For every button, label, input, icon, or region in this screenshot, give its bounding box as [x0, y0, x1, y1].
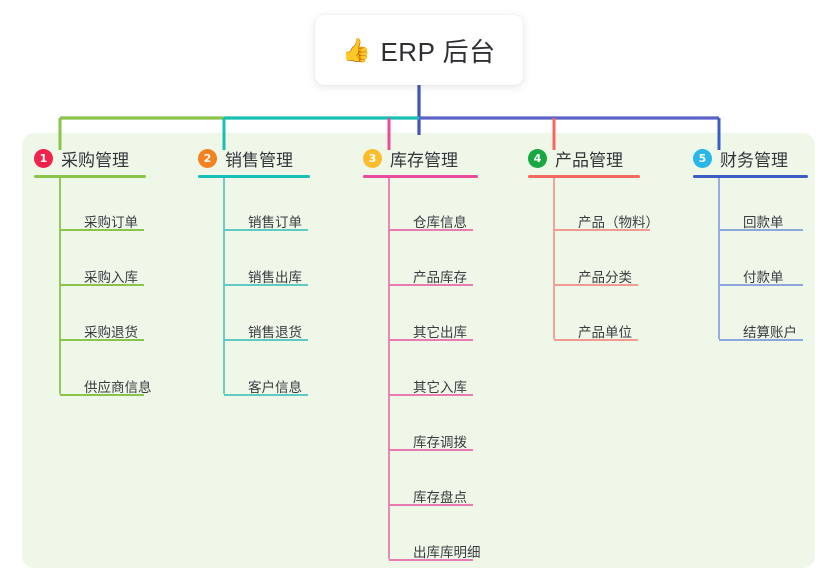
- branch-header-2[interactable]: 2 销售管理: [198, 146, 293, 171]
- branch-item-label: 仓库信息: [413, 215, 467, 230]
- branch-item-rule: [389, 284, 473, 286]
- branch-header-rule: [198, 175, 310, 178]
- thumbs-up-icon: 👍: [342, 36, 372, 63]
- branch-item-label: 销售出库: [248, 270, 302, 285]
- branch-header-5[interactable]: 5 财务管理: [693, 146, 788, 171]
- branch-item-rule: [60, 284, 144, 286]
- branch-header-label: 库存管理: [390, 151, 458, 170]
- branch-item-label: 库存调拨: [413, 435, 467, 450]
- branch-header-rule: [528, 175, 640, 178]
- branch-header-1[interactable]: 1 采购管理: [34, 146, 129, 171]
- branch-item-label: 销售退货: [248, 325, 302, 340]
- branch-index-badge: 2: [198, 149, 217, 168]
- branch-item-label: 产品库存: [413, 270, 467, 285]
- branch-item-rule: [224, 394, 308, 396]
- branch-item-rule: [389, 449, 473, 451]
- branch-item-rule: [554, 284, 638, 286]
- branch-item-label: 销售订单: [248, 215, 302, 230]
- branch-item-rule: [554, 229, 650, 231]
- branch-item-label: 采购入库: [84, 270, 138, 285]
- root-node-label: ERP 后台: [380, 36, 496, 67]
- branch-item-rule: [389, 339, 473, 341]
- branch-item-label: 产品（物料）: [578, 215, 659, 230]
- branch-item-label: 供应商信息: [84, 380, 152, 395]
- branch-index-badge: 1: [34, 149, 53, 168]
- branch-item-rule: [224, 339, 308, 341]
- branch-item-rule: [224, 284, 308, 286]
- branch-item-rule: [389, 559, 473, 561]
- branch-item-label: 产品分类: [578, 270, 632, 285]
- branch-item-label: 采购退货: [84, 325, 138, 340]
- branch-item-label: 其它入库: [413, 380, 467, 395]
- branch-item-rule: [224, 229, 308, 231]
- branch-header-label: 产品管理: [555, 151, 623, 170]
- branch-header-3[interactable]: 3 库存管理: [363, 146, 458, 171]
- branches-panel: [22, 133, 815, 568]
- branch-item-rule: [719, 284, 803, 286]
- branch-item-label: 付款单: [743, 270, 784, 285]
- branch-header-rule: [363, 175, 478, 178]
- branch-item-rule: [389, 504, 473, 506]
- root-node-title: 👍 ERP 后台: [342, 32, 495, 69]
- branch-header-rule: [34, 175, 146, 178]
- branch-index-badge: 4: [528, 149, 547, 168]
- branch-item-rule: [719, 229, 803, 231]
- branch-item-rule: [389, 229, 473, 231]
- branch-header-rule: [693, 175, 808, 178]
- branch-index-badge: 5: [693, 149, 712, 168]
- branch-header-label: 财务管理: [720, 151, 788, 170]
- branch-item-label: 客户信息: [248, 380, 302, 395]
- branch-item-label: 库存盘点: [413, 490, 467, 505]
- branch-item-rule: [554, 339, 638, 341]
- branch-item-label: 回款单: [743, 215, 784, 230]
- branch-item-rule: [719, 339, 803, 341]
- branch-item-label: 结算账户: [743, 325, 797, 340]
- branch-item-rule: [60, 339, 144, 341]
- branch-item-rule: [60, 394, 144, 396]
- branch-item-rule: [389, 394, 473, 396]
- root-node-card[interactable]: 👍 ERP 后台: [315, 15, 523, 85]
- branch-item-label: 其它出库: [413, 325, 467, 340]
- branch-header-label: 销售管理: [225, 151, 293, 170]
- branch-item-label: 出库库明细: [413, 545, 481, 560]
- branch-item-label: 产品单位: [578, 325, 632, 340]
- branch-header-label: 采购管理: [61, 151, 129, 170]
- branch-item-label: 采购订单: [84, 215, 138, 230]
- branch-item-rule: [60, 229, 144, 231]
- branch-header-4[interactable]: 4 产品管理: [528, 146, 623, 171]
- branch-index-badge: 3: [363, 149, 382, 168]
